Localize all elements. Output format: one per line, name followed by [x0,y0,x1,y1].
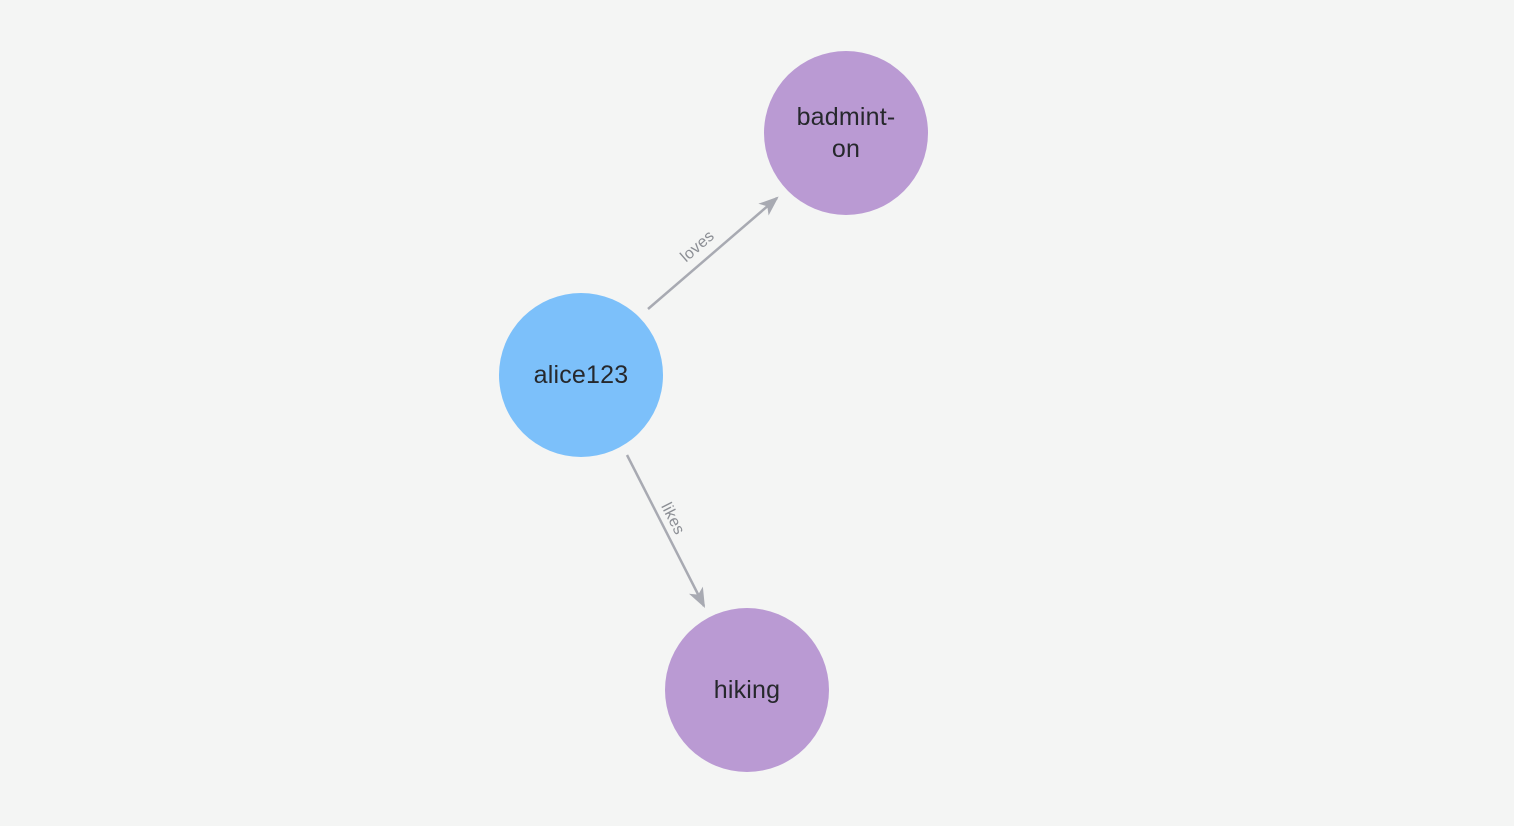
node-badminton[interactable]: badmint- on [764,51,928,215]
node-label-badminton: badmint- on [796,102,896,164]
edge-loves-line[interactable] [647,196,779,310]
node-hiking[interactable]: hiking [665,608,829,772]
node-alice123[interactable]: alice123 [499,293,663,457]
node-label-hiking: hiking [713,675,781,704]
edge-likes-line[interactable] [625,454,706,608]
node-label-alice123: alice123 [533,360,629,389]
edge-label-loves[interactable]: loves [677,227,718,266]
edge-label-likes[interactable]: likes [657,499,688,538]
